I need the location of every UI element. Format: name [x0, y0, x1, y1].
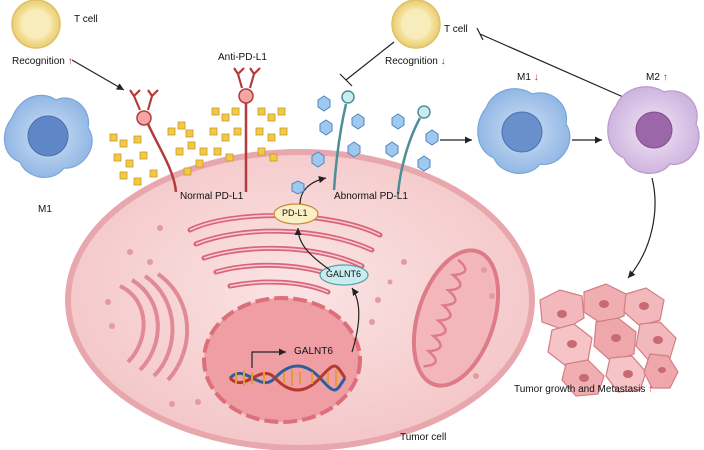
recognition-right-label: Recognition ↓ — [385, 56, 446, 67]
m1-left-label: M1 — [38, 204, 52, 215]
normal-pd-l1-label: Normal PD-L1 — [180, 191, 244, 202]
vesicles — [105, 225, 495, 407]
macrophage-m1-right — [477, 88, 571, 174]
tumor-growth-text: Tumor growth and Metastasis — [514, 384, 646, 395]
up-arrow-icon: ↑ — [662, 72, 668, 83]
down-arrow-icon: ↓ — [440, 56, 446, 67]
macrophage-m1-left — [3, 94, 93, 178]
t-cell-left — [11, 0, 61, 49]
t-cell-right-label: T cell — [444, 24, 468, 35]
dna-helix — [228, 364, 347, 392]
abnormal-pd-l1-right — [396, 105, 431, 195]
glycan-hexagon — [291, 180, 305, 195]
flow-arrow-m2-to-tumor — [627, 177, 656, 279]
recognition-left-text: Recognition — [12, 56, 65, 67]
inhibition-line-right — [339, 41, 395, 87]
m1-right-text: M1 — [517, 72, 531, 83]
pd-l1-vesicle — [273, 203, 319, 225]
endoplasmic-reticulum — [119, 272, 189, 382]
galnt6-gene-label: GALNT6 — [294, 346, 333, 357]
glycan-hexagons-right — [385, 113, 439, 172]
mitochondrion — [411, 248, 501, 388]
glycosylation-arrow — [294, 227, 331, 271]
tumor-growth-label: Tumor growth and Metastasis ↑ — [514, 384, 653, 395]
abnormal-pd-l1-label: Abnormal PD-L1 — [334, 191, 408, 202]
m2-label: M2 ↑ — [646, 72, 668, 83]
recognition-right-text: Recognition — [385, 56, 438, 67]
abnormal-pd-l1-left — [332, 90, 355, 191]
normal-pd-l1-right — [233, 67, 261, 193]
glycan-squares-left — [109, 121, 208, 186]
export-arrow — [299, 176, 327, 205]
normal-pd-l1-left — [129, 89, 178, 193]
tumor-cell-label: Tumor cell — [400, 432, 447, 443]
nucleus — [202, 296, 362, 424]
translation-arrow — [351, 287, 360, 353]
recognition-left-label: Recognition ↑ — [12, 56, 73, 67]
down-arrow-icon: ↓ — [533, 72, 539, 83]
anti-pd-l1-label: Anti-PD-L1 — [218, 52, 267, 63]
t-cell-left-label: T cell — [74, 14, 98, 25]
galnt6-protein-label: GALNT6 — [326, 269, 362, 279]
m2-inhibition-line — [476, 27, 631, 101]
t-cell-right — [391, 0, 441, 49]
tumor-tissue — [539, 283, 679, 397]
m2-text: M2 — [646, 72, 660, 83]
pd-l1-vesicle-label: PD-L1 — [282, 208, 308, 218]
glycan-squares-right — [209, 107, 288, 162]
recognition-arrow-left — [71, 59, 125, 91]
m1-right-label: M1 ↓ — [517, 72, 539, 83]
galnt6-enzyme — [319, 264, 369, 286]
transcription-arrow — [251, 348, 286, 368]
up-arrow-icon: ↑ — [67, 56, 73, 67]
glycan-hexagons-left — [311, 95, 365, 168]
macrophage-m2 — [607, 86, 700, 174]
up-arrow-icon: ↑ — [648, 384, 654, 395]
